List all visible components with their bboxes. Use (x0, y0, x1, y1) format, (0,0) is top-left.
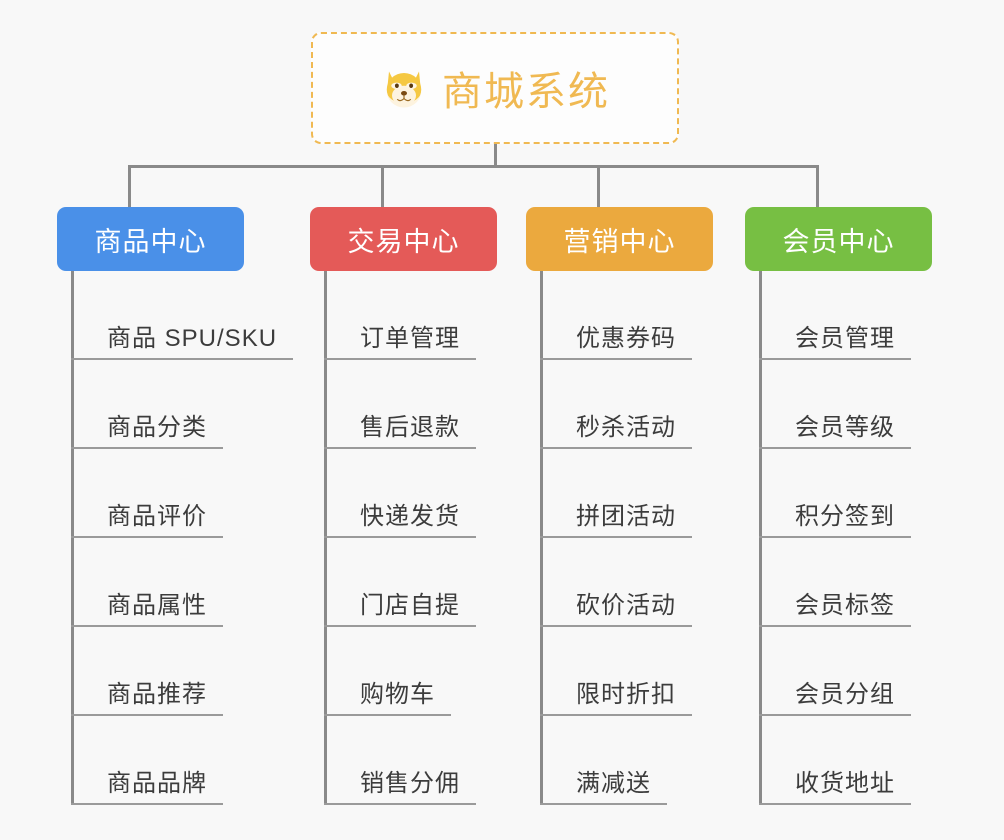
branch-spine-line-4 (759, 271, 762, 805)
branch-drop-line-1 (128, 165, 131, 207)
leaf-item-label: 商品 SPU/SKU (71, 325, 294, 360)
leaf-item-label: 商品品牌 (71, 770, 223, 805)
leaf-item-label: 砍价活动 (540, 592, 692, 627)
root-title: 商城系统 (442, 70, 610, 114)
branch-drop-line-3 (597, 165, 600, 207)
leaf-item[interactable]: 购物车 (324, 666, 451, 716)
root-stem-line (494, 144, 497, 168)
leaf-item-label: 门店自提 (324, 592, 476, 627)
branch-header-label: 商品中心 (94, 226, 207, 257)
dog-face-icon (380, 64, 428, 112)
leaf-item-label: 会员标签 (759, 592, 911, 627)
branch-header-1[interactable]: 商品中心 (57, 207, 244, 271)
leaf-item-label: 销售分佣 (324, 770, 476, 805)
branch-drop-line-4 (816, 165, 819, 207)
leaf-item-label: 快递发货 (324, 503, 476, 538)
leaf-item-label: 商品推荐 (71, 681, 223, 716)
branch-header-label: 交易中心 (347, 226, 460, 257)
leaf-item-label: 会员等级 (759, 414, 911, 449)
leaf-item-label: 售后退款 (324, 414, 476, 449)
leaf-item[interactable]: 商品品牌 (71, 755, 223, 805)
leaf-item-label: 收货地址 (759, 770, 911, 805)
leaf-item[interactable]: 会员分组 (759, 666, 911, 716)
leaf-item-label: 会员分组 (759, 681, 911, 716)
leaf-item[interactable]: 售后退款 (324, 399, 476, 449)
leaf-item[interactable]: 商品属性 (71, 577, 223, 627)
branch-header-label: 营销中心 (563, 226, 676, 257)
leaf-item[interactable]: 拼团活动 (540, 488, 692, 538)
leaf-item[interactable]: 商品 SPU/SKU (71, 310, 294, 360)
leaf-item[interactable]: 快递发货 (324, 488, 476, 538)
leaf-item[interactable]: 积分签到 (759, 488, 911, 538)
leaf-item-label: 购物车 (324, 681, 451, 716)
leaf-item-label: 积分签到 (759, 503, 911, 538)
branch-header-label: 会员中心 (782, 226, 895, 257)
leaf-item[interactable]: 会员管理 (759, 310, 911, 360)
root-node[interactable]: 商城系统 (311, 32, 679, 144)
leaf-item[interactable]: 商品分类 (71, 399, 223, 449)
branch-spine-line-1 (71, 271, 74, 805)
leaf-item-label: 限时折扣 (540, 681, 692, 716)
leaf-item-label: 商品评价 (71, 503, 223, 538)
leaf-item[interactable]: 优惠券码 (540, 310, 692, 360)
leaf-item-label: 满减送 (540, 770, 667, 805)
leaf-item[interactable]: 会员等级 (759, 399, 911, 449)
leaf-item[interactable]: 收货地址 (759, 755, 911, 805)
branch-spine-line-2 (324, 271, 327, 805)
leaf-item-label: 优惠券码 (540, 325, 692, 360)
leaf-item[interactable]: 订单管理 (324, 310, 476, 360)
branch-header-3[interactable]: 营销中心 (526, 207, 713, 271)
leaf-item[interactable]: 限时折扣 (540, 666, 692, 716)
branch-header-4[interactable]: 会员中心 (745, 207, 932, 271)
branch-spine-line-3 (540, 271, 543, 805)
leaf-item[interactable]: 商品推荐 (71, 666, 223, 716)
branch-drop-line-2 (381, 165, 384, 207)
leaf-item[interactable]: 满减送 (540, 755, 667, 805)
leaf-item-label: 商品分类 (71, 414, 223, 449)
leaf-item-label: 商品属性 (71, 592, 223, 627)
leaf-item-label: 拼团活动 (540, 503, 692, 538)
leaf-item[interactable]: 门店自提 (324, 577, 476, 627)
leaf-item[interactable]: 秒杀活动 (540, 399, 692, 449)
leaf-item-label: 会员管理 (759, 325, 911, 360)
branch-header-2[interactable]: 交易中心 (310, 207, 497, 271)
leaf-item[interactable]: 会员标签 (759, 577, 911, 627)
branch-bus-line (128, 165, 819, 168)
leaf-item-label: 秒杀活动 (540, 414, 692, 449)
leaf-item[interactable]: 砍价活动 (540, 577, 692, 627)
leaf-item[interactable]: 商品评价 (71, 488, 223, 538)
leaf-item[interactable]: 销售分佣 (324, 755, 476, 805)
leaf-item-label: 订单管理 (324, 325, 476, 360)
